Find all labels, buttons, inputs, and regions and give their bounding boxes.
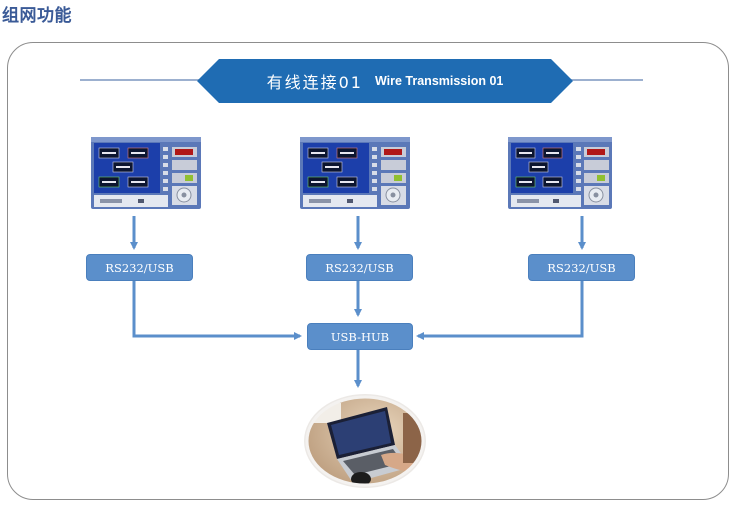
banner-right-rule <box>560 79 643 81</box>
section-title: 组网功能 <box>2 6 72 26</box>
measurement-instrument-icon <box>300 137 410 209</box>
instrument-device-1 <box>88 133 206 215</box>
banner-shape <box>197 59 573 103</box>
instrument-device-2 <box>297 133 415 215</box>
arrow-converter1-hub <box>132 281 302 340</box>
converter-box-2: RS232/USB <box>306 254 413 281</box>
diagram-frame <box>7 42 729 500</box>
banner: 有线连接01 Wire Transmission 01 <box>197 59 573 103</box>
converter-box-1: RS232/USB <box>86 254 193 281</box>
measurement-instrument-icon <box>91 137 201 209</box>
banner-left-rule <box>80 79 210 81</box>
usb-hub-box: USB-HUB <box>307 323 413 350</box>
converter-box-3: RS232/USB <box>528 254 635 281</box>
arrow-converter3-hub <box>416 281 584 340</box>
banner-title-cn: 有线连接01 <box>266 73 363 92</box>
laptop-photo-icon <box>304 394 426 488</box>
measurement-instrument-icon <box>508 137 612 209</box>
banner-title-en: Wire Transmission 01 <box>374 74 504 88</box>
computer <box>303 393 427 489</box>
instrument-device-3 <box>505 133 623 215</box>
